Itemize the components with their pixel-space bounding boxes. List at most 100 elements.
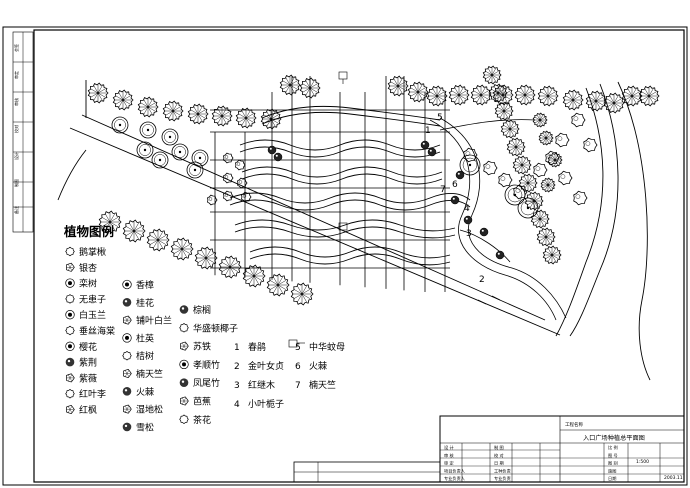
legend-item: 芭蕉 — [180, 396, 211, 408]
title-row-label: 日 期 — [494, 461, 504, 467]
row-tree — [218, 255, 242, 279]
side-label: 会签 — [13, 44, 19, 52]
legend-numbered-label: 楠天竺 — [309, 379, 336, 391]
row-tree — [299, 77, 321, 99]
legend-item-label: 栾树 — [79, 278, 97, 290]
legend-item: 湿地松 — [123, 404, 163, 416]
legend-item-label: 雪松 — [136, 421, 154, 433]
shrub — [573, 190, 588, 206]
wavy-paving-bands — [229, 105, 471, 266]
east-tree — [518, 173, 538, 193]
shrub — [545, 150, 560, 166]
outer-frame — [2, 26, 688, 486]
legend-item: 紫荆 — [65, 357, 97, 369]
title-row-label: 制 图 — [494, 444, 504, 451]
shrub — [583, 137, 598, 153]
date-value: 2003.11 — [664, 475, 683, 481]
legend-item-label: 垂丝海棠 — [79, 325, 115, 337]
legend-item: 樱花 — [65, 341, 97, 353]
large-tree — [517, 197, 539, 219]
cluster-tree — [151, 151, 169, 169]
row-tree — [537, 85, 559, 107]
shrub — [223, 152, 234, 164]
dark-shrub — [267, 145, 277, 155]
legend-item: 桂花 — [122, 297, 154, 309]
side-label: 校对 — [13, 125, 19, 133]
legend-item-label: 无患子 — [79, 293, 106, 305]
row-tree — [235, 107, 257, 129]
legend-item: 紫薇 — [66, 372, 97, 384]
row-tree — [448, 84, 470, 106]
legend-item-label: 华盛顿椰子 — [193, 322, 238, 334]
row-tree — [621, 85, 643, 107]
cluster-tree — [171, 143, 189, 161]
plan-marker-5: 5 — [437, 113, 443, 123]
legend-item: 香樟 — [122, 279, 154, 291]
title-row-label: 项目负责人 — [444, 467, 466, 474]
legend-item-label: 白玉兰 — [79, 309, 106, 321]
dark-shrub — [450, 195, 460, 205]
plan-marker-2: 2 — [479, 275, 485, 285]
drawing-title: 入口广场种植总平面图 — [583, 434, 645, 442]
legend-item-label: 凤尾竹 — [193, 377, 220, 389]
company-label: 工程名称 — [565, 421, 583, 428]
side-label: 备注 — [13, 206, 19, 214]
row-tree — [638, 85, 660, 107]
large-tree — [504, 184, 526, 206]
row-tree — [562, 89, 584, 111]
legend-item-label: 紫荆 — [79, 357, 97, 369]
legend-numbered-label: 红继木 — [248, 379, 275, 391]
shrub — [463, 147, 478, 163]
row-tree — [98, 210, 122, 234]
dark-shrub — [463, 215, 473, 225]
legend-item: 白玉兰 — [65, 309, 106, 321]
title-row-label: 设 计 — [444, 444, 454, 451]
legend-item-label: 樱花 — [79, 341, 97, 353]
legend-item: 孝顺竹 — [179, 359, 220, 371]
dark-shrub — [479, 227, 489, 237]
east-tree — [542, 245, 562, 265]
row-tree — [112, 89, 134, 111]
legend-item-label: 鹅掌楸 — [79, 246, 106, 258]
row-tree — [194, 246, 218, 270]
legend-item-label: 桂花 — [136, 297, 154, 309]
row-tree — [137, 96, 159, 118]
legend-item-label: 杜英 — [136, 332, 154, 344]
row-tree — [603, 92, 625, 114]
legend-item-label: 楠天竺 — [136, 368, 163, 380]
plaza-grid — [210, 76, 450, 292]
east-tree — [512, 155, 532, 175]
dark-shrub — [495, 250, 505, 260]
legend-item: 火棘 — [122, 387, 154, 398]
shrub — [555, 132, 570, 148]
legend-item: 桔树 — [122, 350, 154, 362]
legend-item: 铺叶白兰 — [123, 315, 172, 327]
east-tree — [536, 227, 556, 247]
legend-item: 华盛顿椰子 — [179, 322, 238, 334]
cluster-tree — [161, 128, 179, 146]
east-tree — [488, 83, 508, 103]
east-tree — [500, 119, 520, 139]
title-block-text: 入口广场种植总平面图 工程名称 1:500 2003.11 设 计审 核审 定项… — [444, 421, 683, 482]
legend-item: 无患子 — [65, 293, 106, 305]
row-tree — [87, 82, 109, 104]
legend-number: 5 — [295, 343, 301, 353]
title-field-label: 比 例 — [608, 444, 618, 451]
legend-number: 1 — [234, 343, 240, 353]
shrub — [207, 194, 218, 206]
row-tree — [407, 81, 429, 103]
title-row-label: 审 核 — [444, 452, 455, 459]
legend-item-label: 银杏 — [79, 262, 97, 274]
legend-item-label: 红枫 — [79, 404, 97, 416]
title-field-label: 施图 — [608, 467, 616, 474]
legend-item-label: 苏铁 — [193, 341, 211, 353]
plan-marker-6: 6 — [452, 180, 458, 190]
row-tree — [585, 90, 607, 112]
row-tree — [122, 219, 146, 243]
row-tree — [146, 228, 170, 252]
